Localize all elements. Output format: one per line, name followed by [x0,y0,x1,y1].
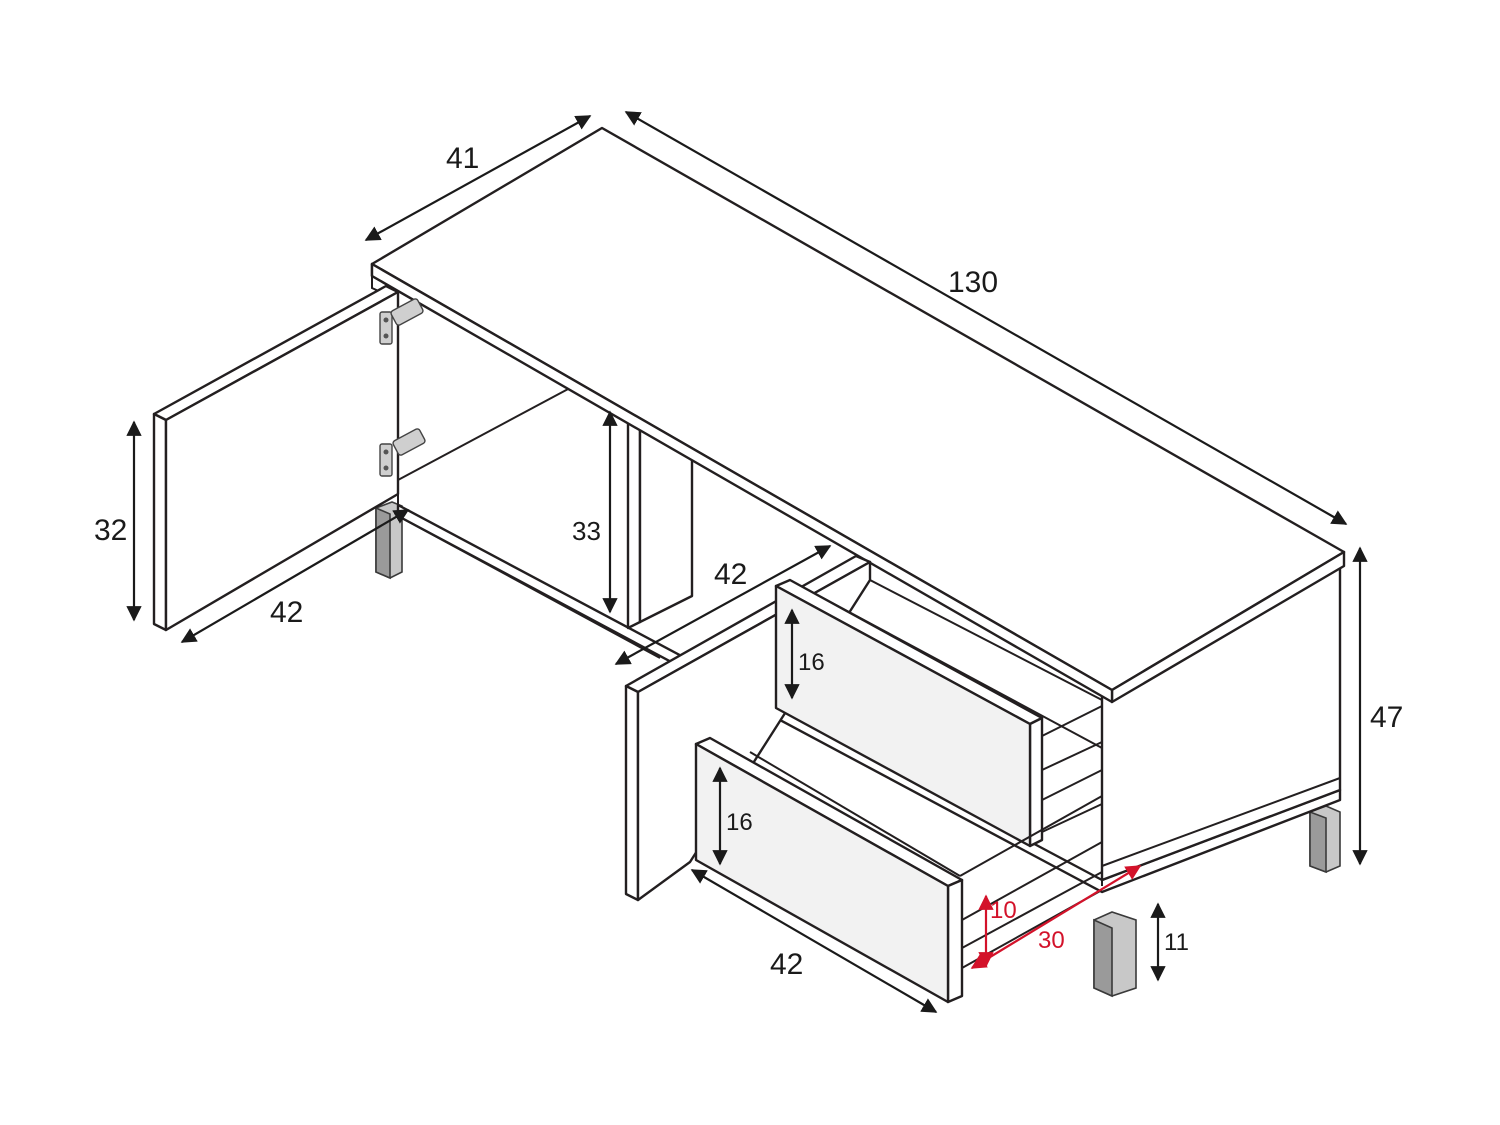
label-inner-height: 33 [572,516,601,546]
dimension-labels: 41 130 47 32 42 33 42 16 16 42 11 10 30 [94,142,1403,981]
label-width: 130 [948,266,998,299]
drawer-upper [774,578,1103,848]
leg-back-right [1309,805,1341,874]
dim-door-width-line [180,509,410,643]
label-door-width: 42 [270,596,303,629]
label-drawer-upper-height: 16 [798,649,825,676]
center-divider [626,418,642,630]
label-door-height: 32 [94,514,127,547]
dim-depth-line [364,115,592,241]
leg-front-right [1093,911,1137,998]
label-inner-width: 42 [714,558,747,591]
label-leg-height: 11 [1164,929,1189,956]
label-depth: 41 [446,142,479,175]
dim-inner-width-line [614,545,832,665]
dim-drawer-inner-depth-line [970,865,1142,969]
dimension-lines [126,111,1368,1013]
left-door [152,284,400,632]
drawer-upper-front [774,584,1032,848]
hinge-upper-icon [379,298,424,345]
dim-width-line [624,111,1348,525]
label-drawer-inner-height: 10 [990,897,1017,924]
label-height-total: 47 [1370,701,1403,734]
label-drawer-lower-height: 16 [726,809,753,836]
label-drawer-inner-depth: 30 [1038,927,1065,954]
top-surface [370,126,1346,692]
dim-drawer-width-line [690,869,938,1013]
label-drawer-width: 42 [770,948,803,981]
hinge-lower-icon [379,428,426,477]
